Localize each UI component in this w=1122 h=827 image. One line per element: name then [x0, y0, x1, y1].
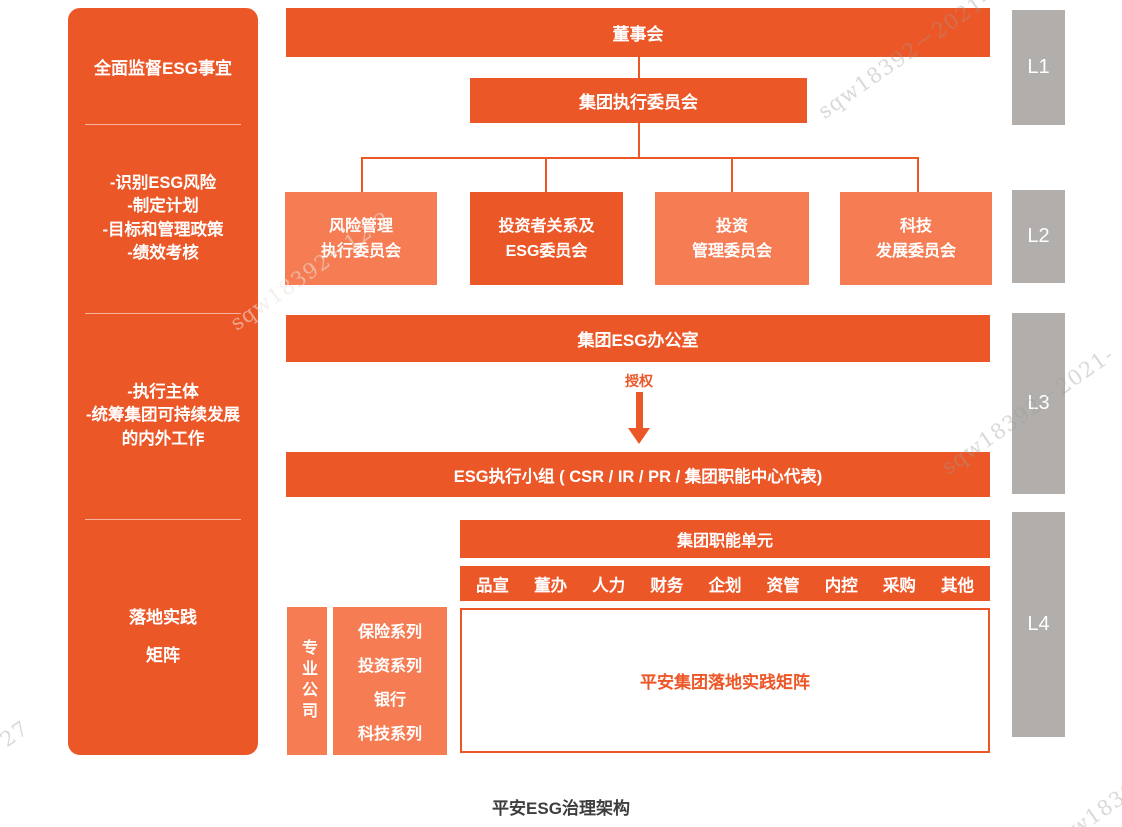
company-series-item: 科技系列 — [357, 726, 422, 743]
connector-line — [361, 157, 363, 192]
company-series-box: 保险系列 投资系列 银行 科技系列 — [333, 607, 447, 755]
connector-line — [731, 157, 733, 192]
company-series-item: 投资系列 — [357, 658, 422, 675]
committee-box-risk: 风险管理 执行委员会 — [285, 192, 437, 285]
committee-box-technology: 科技 发展委员会 — [840, 192, 992, 285]
esg-task-force-bar: ESG执行小组 ( CSR / IR / PR / 集团职能中心代表) — [286, 452, 990, 497]
sidebar-text-line: 落地实践 — [129, 608, 197, 627]
committee-label-line: 科技 — [899, 217, 932, 235]
sidebar-text-line: 矩阵 — [146, 646, 180, 665]
authorization-label: 授权 — [625, 373, 653, 389]
watermark: 27 — [0, 715, 34, 753]
sidebar-text-line: 的内外工作 — [121, 429, 205, 448]
exec-committee-box: 集团执行委员会 — [470, 78, 807, 123]
practice-matrix-box: 平安集团落地实践矩阵 — [460, 608, 990, 753]
sidebar-divider — [85, 124, 241, 125]
committee-label-line: 投资 — [715, 217, 748, 235]
functional-unit-item: 其他 — [941, 576, 974, 595]
committee-label-line: 风险管理 — [328, 217, 393, 235]
sidebar-text-line: -绩效考核 — [127, 244, 199, 262]
company-series-item: 银行 — [373, 692, 406, 709]
committee-label-line: 投资者关系及 — [498, 217, 595, 235]
committee-label-line: 管理委员会 — [691, 242, 772, 260]
connector-line — [361, 157, 919, 159]
level-badge-l4: L4 — [1012, 512, 1065, 737]
esg-office-bar: 集团ESG办公室 — [286, 315, 990, 362]
down-arrow-icon — [628, 428, 650, 444]
committee-label-line: ESG委员会 — [505, 242, 588, 260]
connector-line — [545, 157, 547, 192]
sidebar-section-execution: -执行主体 -统筹集团可持续发展 的内外工作 — [68, 313, 258, 519]
sidebar-divider — [85, 313, 241, 314]
sidebar-section-practice: 落地实践 矩阵 — [68, 519, 258, 755]
sidebar-text-line: -制定计划 — [127, 197, 199, 215]
sidebar-text-line: -执行主体 — [127, 382, 199, 401]
sidebar-section-oversight: 全面监督ESG事宜 — [68, 8, 258, 124]
level-badge-l2: L2 — [1012, 190, 1065, 283]
functional-unit-item: 采购 — [882, 576, 916, 595]
committee-label-line: 发展委员会 — [875, 242, 956, 260]
functional-units-row: 品宣 董办 人力 财务 企划 资管 内控 采购 其他 — [460, 566, 990, 601]
committee-box-investor-esg: 投资者关系及 ESG委员会 — [470, 192, 623, 285]
connector-line — [638, 123, 640, 159]
company-series-item: 保险系列 — [357, 624, 422, 641]
board-bar: 董事会 — [286, 8, 990, 57]
diagram-caption: 平安ESG治理架构 — [492, 799, 630, 818]
professional-companies-box: 专业公司 — [287, 607, 327, 755]
sidebar-divider — [85, 519, 241, 520]
sidebar-text-line: -统筹集团可持续发展 — [86, 406, 240, 425]
sidebar-text-line: -识别ESG风险 — [109, 173, 217, 192]
committee-label-line: 执行委员会 — [320, 242, 401, 260]
sidebar-text-line: 全面监督ESG事宜 — [94, 58, 232, 78]
functional-unit-item: 财务 — [650, 576, 684, 595]
level-badge-l1: L1 — [1012, 10, 1065, 125]
level-badge-l3: L3 — [1012, 313, 1065, 494]
functional-unit-item: 资管 — [766, 576, 800, 595]
sidebar-section-risk: -识别ESG风险 -制定计划 -目标和管理政策 -绩效考核 — [68, 124, 258, 313]
sidebar-text-line: -目标和管理政策 — [102, 220, 224, 239]
connector-line — [917, 157, 919, 192]
down-arrow-icon — [636, 392, 643, 429]
sidebar: 全面监督ESG事宜 -识别ESG风险 -制定计划 -目标和管理政策 -绩效考核 … — [68, 8, 258, 755]
functional-unit-item: 董办 — [534, 576, 568, 595]
functional-unit-item: 人力 — [592, 576, 626, 595]
connector-line — [638, 57, 640, 78]
functional-unit-item: 企划 — [708, 576, 742, 595]
functional-unit-item: 品宣 — [476, 576, 509, 595]
functional-unit-item: 内控 — [824, 576, 858, 595]
committee-box-investment: 投资 管理委员会 — [655, 192, 809, 285]
functional-units-header: 集团职能单元 — [460, 520, 990, 558]
